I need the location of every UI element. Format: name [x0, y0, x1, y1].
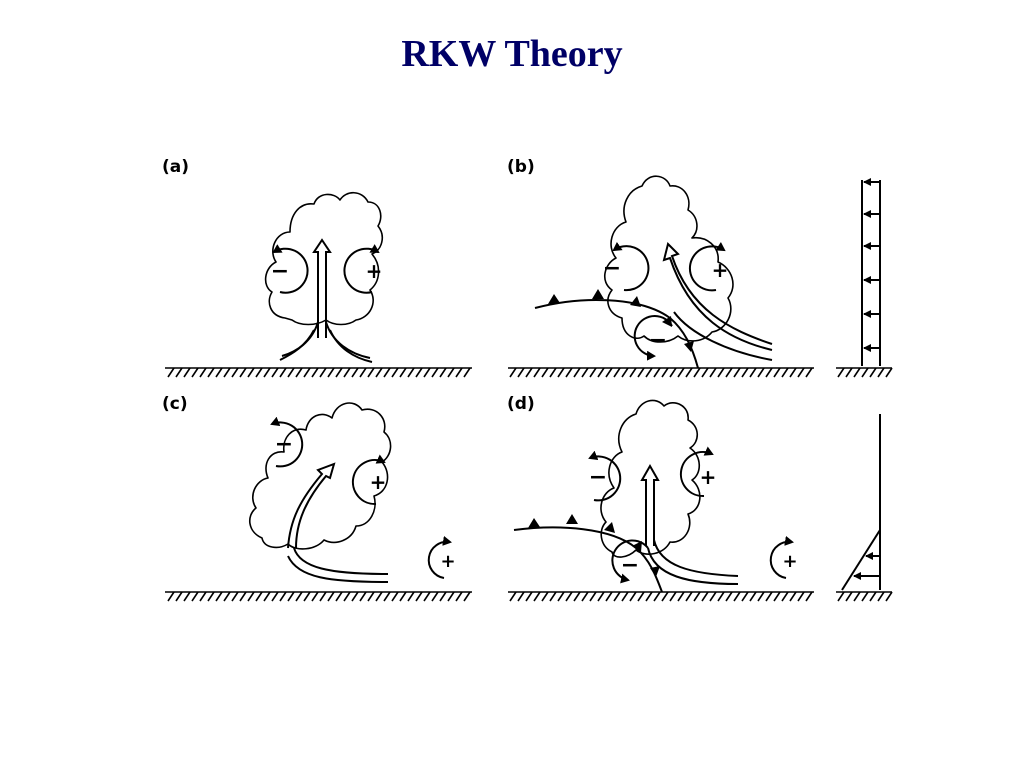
ground-hatch	[508, 591, 814, 602]
slide-title: RKW Theory	[401, 33, 623, 75]
panel-c-label: (c)	[162, 394, 188, 414]
wind-profile-icon	[836, 414, 893, 602]
panel-b-label: (b)	[507, 157, 535, 177]
inflow-streamlines	[287, 547, 389, 583]
storm-cloud	[600, 399, 701, 558]
circulation-positive-icon: +	[769, 535, 798, 579]
updraft-arrow	[287, 462, 336, 549]
circulation-negative-icon: −	[588, 450, 622, 502]
circulation-negative-icon: −	[271, 244, 309, 294]
circulation-positive-icon: +	[351, 454, 387, 506]
positive-symbol: +	[370, 470, 387, 494]
panel-d-label: (d)	[507, 394, 535, 414]
circulation-positive-icon: +	[679, 446, 717, 498]
cold-front-icon	[513, 514, 663, 593]
panel-b: (b) − + −	[507, 157, 893, 378]
positive-symbol: +	[366, 259, 383, 283]
panel-c: (c) − + +	[162, 394, 472, 602]
positive-symbol: +	[712, 258, 729, 282]
inflow-streamlines	[647, 539, 739, 585]
circulation-positive-icon: +	[343, 244, 383, 294]
wind-profile-icon	[836, 178, 893, 378]
circulation-positive-icon: +	[427, 535, 456, 579]
negative-symbol: −	[621, 553, 639, 578]
circulation-positive-icon: +	[688, 241, 729, 292]
negative-symbol: −	[589, 465, 607, 490]
circulation-negative-icon: −	[603, 241, 650, 292]
ground-hatch	[508, 367, 814, 378]
updraft-arrow	[640, 463, 660, 546]
circulation-negative-icon: −	[611, 539, 649, 584]
negative-symbol: −	[649, 328, 667, 353]
negative-symbol: −	[603, 256, 621, 281]
negative-symbol: −	[271, 259, 289, 284]
panel-a-label: (a)	[162, 157, 189, 177]
positive-symbol: +	[440, 551, 455, 572]
panel-d: (d) − + − +	[507, 394, 893, 602]
positive-symbol: +	[700, 465, 717, 489]
updraft-arrow	[312, 238, 332, 338]
circulation-negative-icon: −	[633, 315, 673, 361]
negative-symbol: −	[275, 432, 293, 457]
positive-symbol: +	[782, 551, 797, 572]
updraft-arrow	[662, 242, 773, 361]
cold-front-icon	[534, 289, 699, 369]
circulation-negative-icon: −	[270, 416, 304, 468]
ground-hatch	[165, 367, 472, 378]
ground-hatch	[165, 591, 472, 602]
panel-a: (a) − +	[162, 157, 472, 378]
inflow-streamlines	[279, 321, 373, 363]
